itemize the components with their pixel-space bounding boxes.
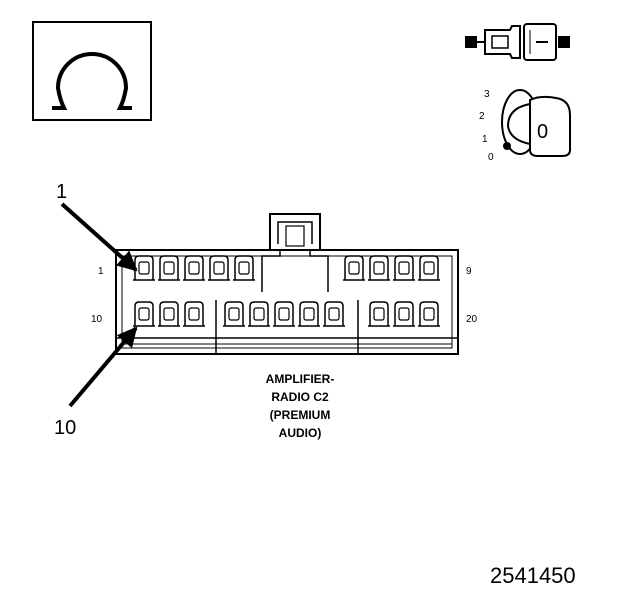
cavity-2: [158, 255, 180, 281]
cavity-5: [233, 255, 255, 281]
callout-label-1: 1: [56, 181, 67, 203]
cavity-13: [223, 301, 245, 327]
cavity-row-1: [133, 255, 440, 281]
cavity-17: [323, 301, 345, 327]
connector-caption: AMPLIFIER- RADIO C2 (PREMIUM AUDIO): [230, 370, 370, 442]
pin-label-9: 9: [466, 266, 472, 277]
pin-label-1: 1: [98, 266, 104, 277]
cavity-6: [343, 255, 365, 281]
cavity-4: [208, 255, 230, 281]
cavity-7: [368, 255, 390, 281]
ohmmeter-symbol: Ω: [32, 21, 152, 121]
cavity-10: [133, 301, 155, 327]
key-position-1: 1: [482, 134, 488, 145]
ohm-icon: [52, 52, 132, 110]
ohmmeter-symbol-frame: [32, 21, 152, 121]
caption-line-1: AMPLIFIER-: [265, 372, 335, 386]
cavity-3: [183, 255, 205, 281]
cavity-14: [248, 301, 270, 327]
key-label: 0: [537, 121, 548, 143]
cavity-19: [393, 301, 415, 327]
ignition-key-icon: 3 2 1 0 0: [479, 89, 571, 163]
cavity-15: [273, 301, 295, 327]
cavity-8: [393, 255, 415, 281]
cavity-16: [298, 301, 320, 327]
probe-icon: [465, 23, 570, 61]
connector-housing: [115, 213, 459, 355]
cavity-20: [418, 301, 440, 327]
pin-label-10: 10: [91, 314, 103, 325]
figure-number: 2541450: [490, 563, 576, 588]
caption-line-3: (PREMIUM: [269, 408, 331, 422]
cavity-row-2: [133, 301, 440, 327]
caption-line-4: AUDIO): [278, 426, 322, 440]
cavity-12: [183, 301, 205, 327]
callout-arrow-pin-1: [60, 202, 138, 272]
caption-line-2: RADIO C2: [271, 390, 329, 404]
cavity-9: [418, 255, 440, 281]
key-position-3: 3: [484, 89, 490, 100]
cavity-18: [368, 301, 390, 327]
pin-label-20: 20: [466, 314, 478, 325]
key-position-2: 2: [479, 111, 485, 122]
callout-arrow-pin-10: [68, 326, 138, 408]
key-position-0: 0: [488, 152, 494, 163]
cavity-11: [158, 301, 180, 327]
callout-label-10: 10: [54, 417, 76, 439]
